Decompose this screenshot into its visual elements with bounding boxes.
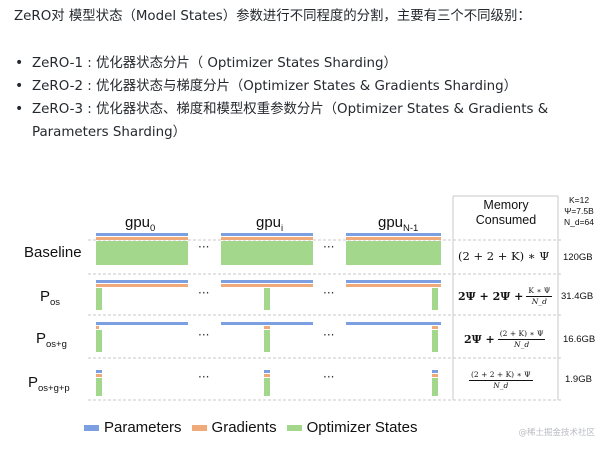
size-posg: 16.6GB: [563, 334, 596, 345]
grad-bar: [221, 284, 313, 287]
optim-bar: [96, 241, 188, 265]
row-label-pos: Pos: [40, 288, 61, 308]
ellipsis: ···: [323, 240, 335, 254]
param-bar: [264, 370, 270, 373]
grad-bar: [96, 326, 99, 329]
row-label-baseline: Baseline: [24, 244, 82, 261]
grad-bar: [346, 237, 441, 240]
ellipsis: ···: [323, 328, 335, 342]
ellipsis: ···: [198, 240, 210, 254]
legend-swatch: [191, 424, 207, 431]
ellipsis: ···: [323, 370, 335, 384]
gpu-header-0: gpu0: [125, 214, 156, 234]
optim-bar: [432, 330, 438, 352]
grad-bar: [346, 284, 441, 287]
zero-memory-figure: gpu0 gpui gpuN-1 Memory Consumed K=12 Ψ=…: [18, 190, 599, 445]
optim-bar: [96, 288, 102, 310]
row-label-posgp: Pos+g+p: [28, 374, 70, 394]
legend-swatch: [84, 424, 99, 431]
memory-consumed-header: Memory Consumed: [475, 198, 537, 227]
grad-bar: [264, 326, 270, 329]
grad-bar: [221, 237, 313, 240]
optim-bar: [264, 288, 270, 310]
size-pos: 31.4GB: [561, 291, 594, 302]
grad-bar: [264, 374, 270, 377]
formula-baseline: (2 + 2 + K) ∗ Ψ: [458, 249, 550, 263]
optim-bar: [432, 288, 438, 310]
optim-bar: [346, 241, 441, 265]
pos-bars: [96, 280, 441, 310]
param-bar: [346, 233, 441, 236]
param-bar: [96, 280, 188, 283]
list-item: ZeRO-1 : 优化器状态分片（ Optimizer States Shard…: [14, 52, 594, 75]
gpu-header-n-1: gpuN-1: [378, 214, 419, 234]
intro-text: ZeRO对 模型状态（Model States）参数进行不同程度的分割，主要有三…: [14, 9, 531, 24]
size-posgp: 1.9GB: [565, 374, 592, 385]
param-bar: [346, 322, 441, 325]
optim-bar: [264, 330, 270, 352]
grad-bar: [432, 374, 438, 377]
watermark: @稀土掘金技术社区: [518, 428, 595, 438]
legend-swatch: [286, 424, 302, 431]
param-bar: [221, 280, 313, 283]
legend-item-gradients: Gradients: [191, 419, 277, 436]
legend-item-optimizer-states: Optimizer States: [286, 419, 417, 436]
optim-bar: [96, 378, 102, 396]
figure-graphics: [88, 195, 562, 401]
list-item: ZeRO-2 : 优化器状态与梯度分片（Optimizer States & G…: [14, 75, 594, 98]
legend-item-parameters: Parameters: [84, 419, 182, 436]
optim-bar: [96, 330, 102, 352]
parameter-settings: K=12 Ψ=7.5B N_d=64: [563, 195, 594, 227]
param-bar: [96, 322, 188, 325]
param-bar: [96, 233, 188, 236]
param-bar: [346, 280, 441, 283]
grad-bar: [96, 284, 188, 287]
ellipsis: ···: [198, 328, 210, 342]
grad-bar: [96, 237, 188, 240]
optim-bar: [432, 378, 438, 396]
legend: Parameters Gradients Optimizer States: [84, 419, 427, 436]
param-bar: [221, 233, 313, 236]
row-label-posg: Pos+g: [36, 330, 67, 350]
ellipsis: ···: [198, 370, 210, 384]
gpu-header-i: gpui: [256, 214, 284, 234]
param-bar: [96, 370, 102, 373]
ellipsis: ···: [198, 286, 210, 300]
grad-bar: [432, 326, 438, 329]
zero-levels-list: ZeRO-1 : 优化器状态分片（ Optimizer States Shard…: [14, 52, 594, 144]
param-bar: [221, 322, 313, 325]
ellipsis: ···: [323, 286, 335, 300]
size-baseline: 120GB: [563, 252, 593, 263]
table-grid: [88, 195, 562, 401]
baseline-bars: [96, 233, 441, 265]
posgp-bars: [96, 370, 438, 396]
posg-bars: [96, 322, 441, 352]
optim-bar: [264, 378, 270, 396]
grad-bar: [96, 374, 102, 377]
param-bar: [432, 370, 438, 373]
optim-bar: [221, 241, 313, 265]
list-item: ZeRO-3 : 优化器状态、梯度和模型权重参数分片（Optimizer Sta…: [14, 98, 594, 144]
